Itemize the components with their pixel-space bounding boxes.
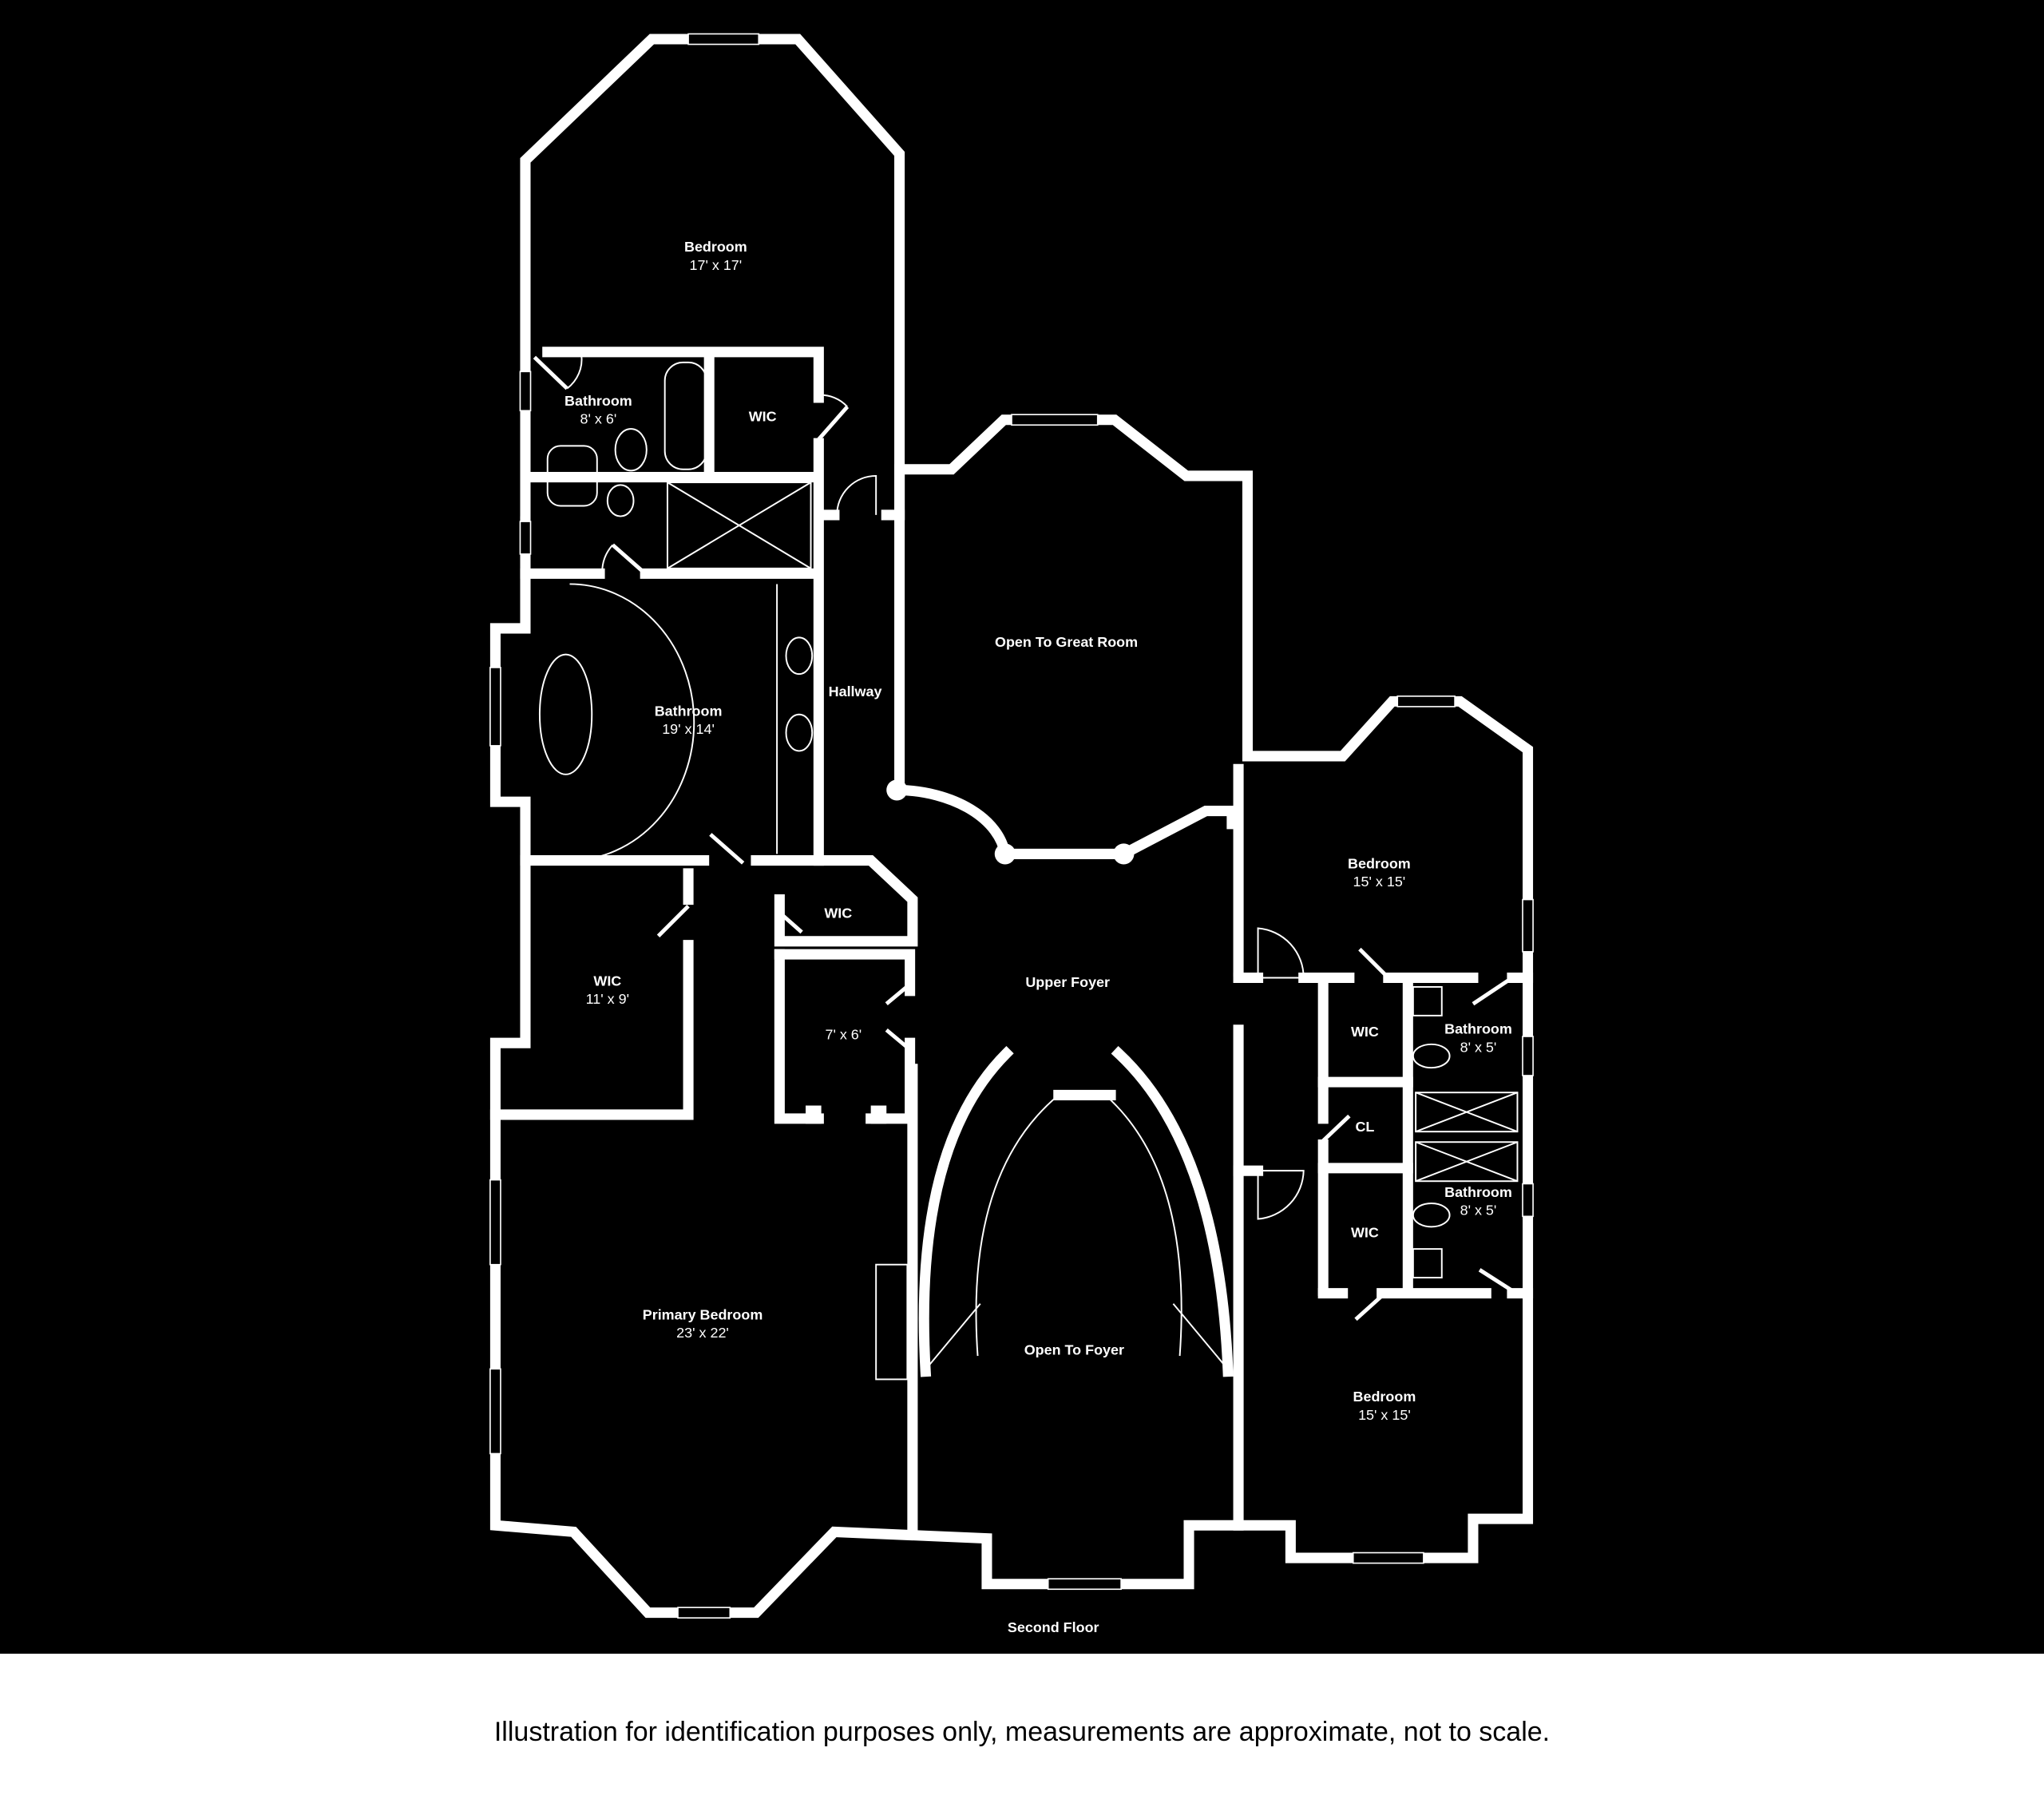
room-label-wic-east-lower: WIC — [1351, 1224, 1379, 1240]
shower-icon — [666, 481, 812, 569]
room-label-upper-foyer: Upper Foyer — [1025, 974, 1110, 990]
room-label-open-to-great-room: Open To Great Room — [995, 634, 1138, 650]
doors — [533, 354, 1514, 1322]
sink-icon — [546, 445, 598, 507]
toilet-icon — [606, 484, 635, 517]
room-label-wic-small: WIC — [824, 905, 852, 921]
outer-wall-left — [489, 414, 1534, 1619]
room-label-closet-7x6: 7' x 6' — [825, 1026, 862, 1042]
toilet-icon — [614, 428, 648, 472]
interior-walls — [489, 347, 1534, 1531]
room-label-wic-east-upper: WIC — [1351, 1024, 1379, 1040]
fixtures — [538, 361, 1519, 1381]
room-label-cl: CL — [1355, 1119, 1374, 1135]
freestanding-tub-icon — [538, 653, 593, 775]
room-label-wic-north: WIC — [749, 408, 777, 424]
floor-title: Second Floor — [1008, 1619, 1099, 1635]
bathtub-icon — [664, 361, 707, 470]
staircases — [918, 1045, 1234, 1377]
room-label-hallway: Hallway — [829, 684, 882, 699]
windows — [489, 33, 1534, 1619]
room-label-open-to-foyer: Open To Foyer — [1024, 1341, 1124, 1357]
disclaimer-text: Illustration for identification purposes… — [493, 1717, 1551, 1747]
